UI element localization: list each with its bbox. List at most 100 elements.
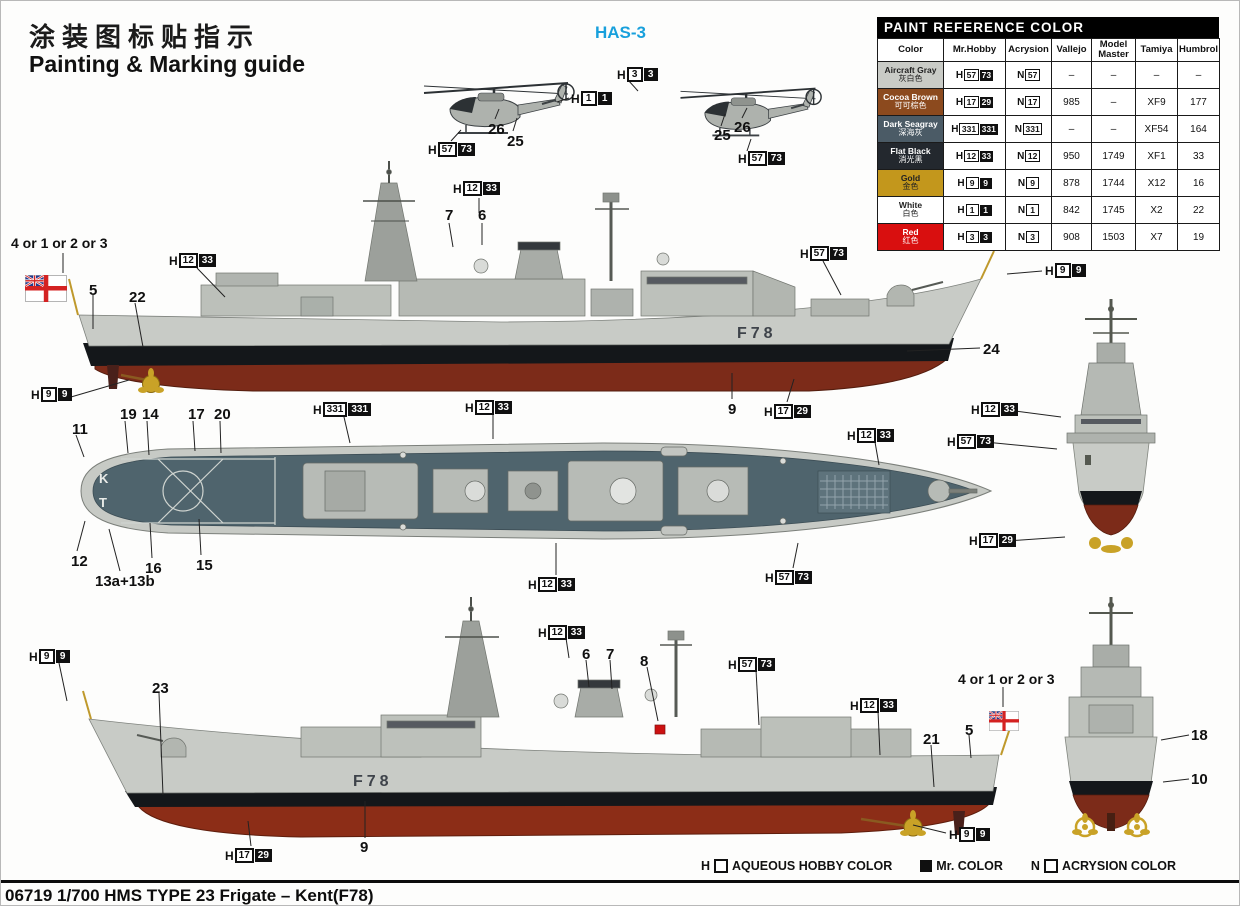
stern-rear-view	[1064, 597, 1158, 838]
paint-column-header: Humbrol	[1177, 38, 1220, 62]
pennant-number: F78	[737, 325, 777, 342]
bow-gold-fittings	[1089, 537, 1133, 553]
legend-aqueous-label: AQUEOUS HOBBY COLOR	[732, 859, 893, 873]
stern-boot-stripe	[1069, 781, 1153, 795]
humbrol-code: 177	[1177, 88, 1220, 116]
bow-boot-stripe	[1080, 491, 1142, 505]
paint-table-title: PAINT REFERENCE COLOR	[877, 17, 1219, 38]
port-profile-view: F78	[82, 597, 1012, 838]
model-master-code: –	[1091, 115, 1136, 143]
part-number-callout: 19	[120, 406, 137, 423]
vallejo-code: 842	[1051, 196, 1092, 224]
tamiya-code: XF54	[1135, 115, 1178, 143]
part-number-callout: 10	[1191, 771, 1208, 788]
legend-mr-label: Mr. COLOR	[936, 859, 1003, 873]
humbrol-code: 33	[1177, 142, 1220, 170]
vallejo-code: –	[1051, 115, 1092, 143]
tamiya-code: X2	[1135, 196, 1178, 224]
part-number-callout: 13a+13b	[95, 573, 155, 590]
bow-lower-red	[1083, 504, 1139, 536]
bow-front-view	[1066, 299, 1156, 553]
model-master-code: –	[1091, 88, 1136, 116]
vallejo-code: 878	[1051, 169, 1092, 197]
tamiya-code: XF9	[1135, 88, 1178, 116]
part-number-callout: 12	[71, 553, 88, 570]
stern-ensign-staff	[68, 278, 79, 316]
deck-structures	[302, 446, 978, 536]
propellers	[1072, 813, 1150, 838]
vallejo-code: 985	[1051, 88, 1092, 116]
helicopter-side-view-left	[423, 82, 575, 134]
legend-acrysion: N ACRYSION COLOR	[1031, 859, 1176, 873]
hangar-door	[1088, 704, 1134, 734]
page-title-chinese: 涂装图标贴指示	[29, 22, 261, 52]
black-box-icon	[920, 860, 933, 872]
legend-mr-color: Mr. COLOR	[920, 859, 1003, 873]
page-title-english: Painting & Marking guide	[29, 51, 306, 77]
vallejo-code: 950	[1051, 142, 1092, 170]
tamiya-code: X12	[1135, 169, 1178, 197]
part-number-callout: 15	[196, 557, 213, 574]
deck-code-letter-t: T	[99, 495, 107, 510]
kit-title: 06719 1/700 HMS TYPE 23 Frigate – Kent(F…	[5, 886, 374, 905]
humbrol-code: –	[1177, 61, 1220, 89]
vallejo-code: 908	[1051, 223, 1092, 251]
legend-acrysion-label: ACRYSION COLOR	[1061, 859, 1177, 873]
bow-jackstaff	[980, 250, 995, 280]
upper-hull	[78, 278, 982, 347]
gun-turret	[886, 284, 915, 307]
white-box-icon	[1043, 859, 1058, 873]
white-ensign-flag-stern	[25, 275, 67, 302]
part-number-callout: 18	[1191, 727, 1208, 744]
vls-silo	[817, 470, 891, 514]
superstructure	[136, 597, 912, 758]
model-master-code: 1744	[1091, 169, 1136, 197]
humbrol-code: 164	[1177, 115, 1220, 143]
humbrol-code: 16	[1177, 169, 1220, 197]
paint-column-header: Vallejo	[1051, 38, 1092, 62]
paint-column-header: Color	[877, 38, 944, 62]
tamiya-code: X7	[1135, 223, 1178, 251]
mast-rear	[1089, 597, 1133, 647]
model-master-code: –	[1091, 61, 1136, 89]
bow-jackstaff	[82, 690, 92, 720]
flight-deck-markings	[121, 457, 276, 525]
humbrol-code: 19	[1177, 223, 1220, 251]
gun-turret	[160, 737, 187, 758]
legend-n-prefix: N	[1030, 859, 1040, 873]
paint-column-header: Mr.Hobby	[943, 38, 1006, 62]
color-system-legend: H AQUEOUS HOBBY COLOR Mr. COLOR N ACRYSI…	[701, 859, 1176, 873]
part-number-callout: 17	[188, 406, 205, 423]
part-number-callout: 16	[145, 560, 162, 577]
lower-hull-red	[94, 358, 949, 392]
part-number-callout: 20	[214, 406, 231, 423]
part-number-callout: 14	[142, 406, 159, 423]
vallejo-code: –	[1051, 61, 1092, 89]
transom-hull	[1064, 736, 1158, 784]
paint-column-header: Acrysion	[1005, 38, 1052, 62]
superstructure	[200, 161, 944, 317]
